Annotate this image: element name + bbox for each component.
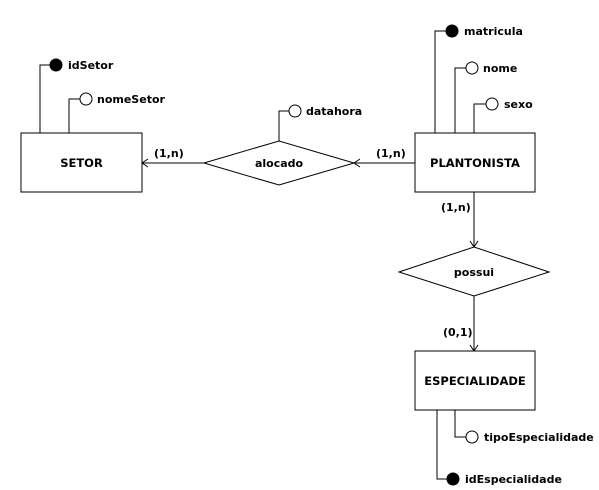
relationship-possui-label: possui [454,266,494,279]
attribute-idSetor-label: idSetor [68,59,114,72]
attribute-circle [485,97,499,111]
entity-especialidade[interactable]: ESPECIALIDADE [414,350,536,411]
attribute-sexo-label: sexo [504,98,533,111]
connectors [39,30,486,480]
attribute-nome[interactable]: nome [465,61,517,75]
attribute-circle [465,430,479,444]
attribute-tipoEspecialidade-label: tipoEspecialidade [484,431,594,444]
line-tipoEspecialidade [454,410,466,438]
entity-especialidade-label: ESPECIALIDADE [424,374,526,388]
entity-setor-label: SETOR [60,156,103,170]
line-datahora [278,110,289,141]
attribute-nomeSetor[interactable]: nomeSetor [79,92,166,106]
cardinality-setor-alocado: (1,n) [154,147,184,160]
attribute-datahora[interactable]: datahora [288,104,362,118]
attribute-idEspecialidade[interactable]: idEspecialidade [446,472,562,486]
key-attribute-dot [445,24,459,38]
attribute-sexo[interactable]: sexo [485,97,533,111]
attribute-datahora-label: datahora [306,105,362,118]
line-sexo [473,103,486,133]
cardinality-plantonista-possui: (1,n) [441,201,471,214]
attribute-circle [79,92,93,106]
attribute-matricula-label: matricula [464,25,523,38]
key-attribute-dot [446,472,460,486]
relationship-alocado[interactable]: alocado [202,140,356,186]
attribute-nome-label: nome [483,62,517,75]
line-matricula [434,30,446,133]
line-idEspecialidade [436,410,447,480]
relationship-alocado-label: alocado [255,157,304,170]
line-idSetor [39,64,50,133]
attribute-matricula[interactable]: matricula [445,24,523,38]
entity-plantonista[interactable]: PLANTONISTA [414,132,536,193]
line-nomeSetor [68,98,80,133]
relationship-possui[interactable]: possui [397,246,551,297]
cardinality-plantonista-alocado: (1,n) [376,147,406,160]
key-attribute-dot [49,58,63,72]
entity-setor[interactable]: SETOR [20,132,143,193]
line-nome [454,67,466,133]
attribute-idSetor[interactable]: idSetor [49,58,114,72]
cardinality-especialidade-possui: (0,1) [443,326,473,339]
attribute-tipoEspecialidade[interactable]: tipoEspecialidade [465,430,594,444]
entity-plantonista-label: PLANTONISTA [430,156,520,170]
attribute-circle [288,104,302,118]
attribute-idEspecialidade-label: idEspecialidade [465,473,562,486]
attribute-nomeSetor-label: nomeSetor [97,93,166,106]
attribute-circle [465,61,479,75]
